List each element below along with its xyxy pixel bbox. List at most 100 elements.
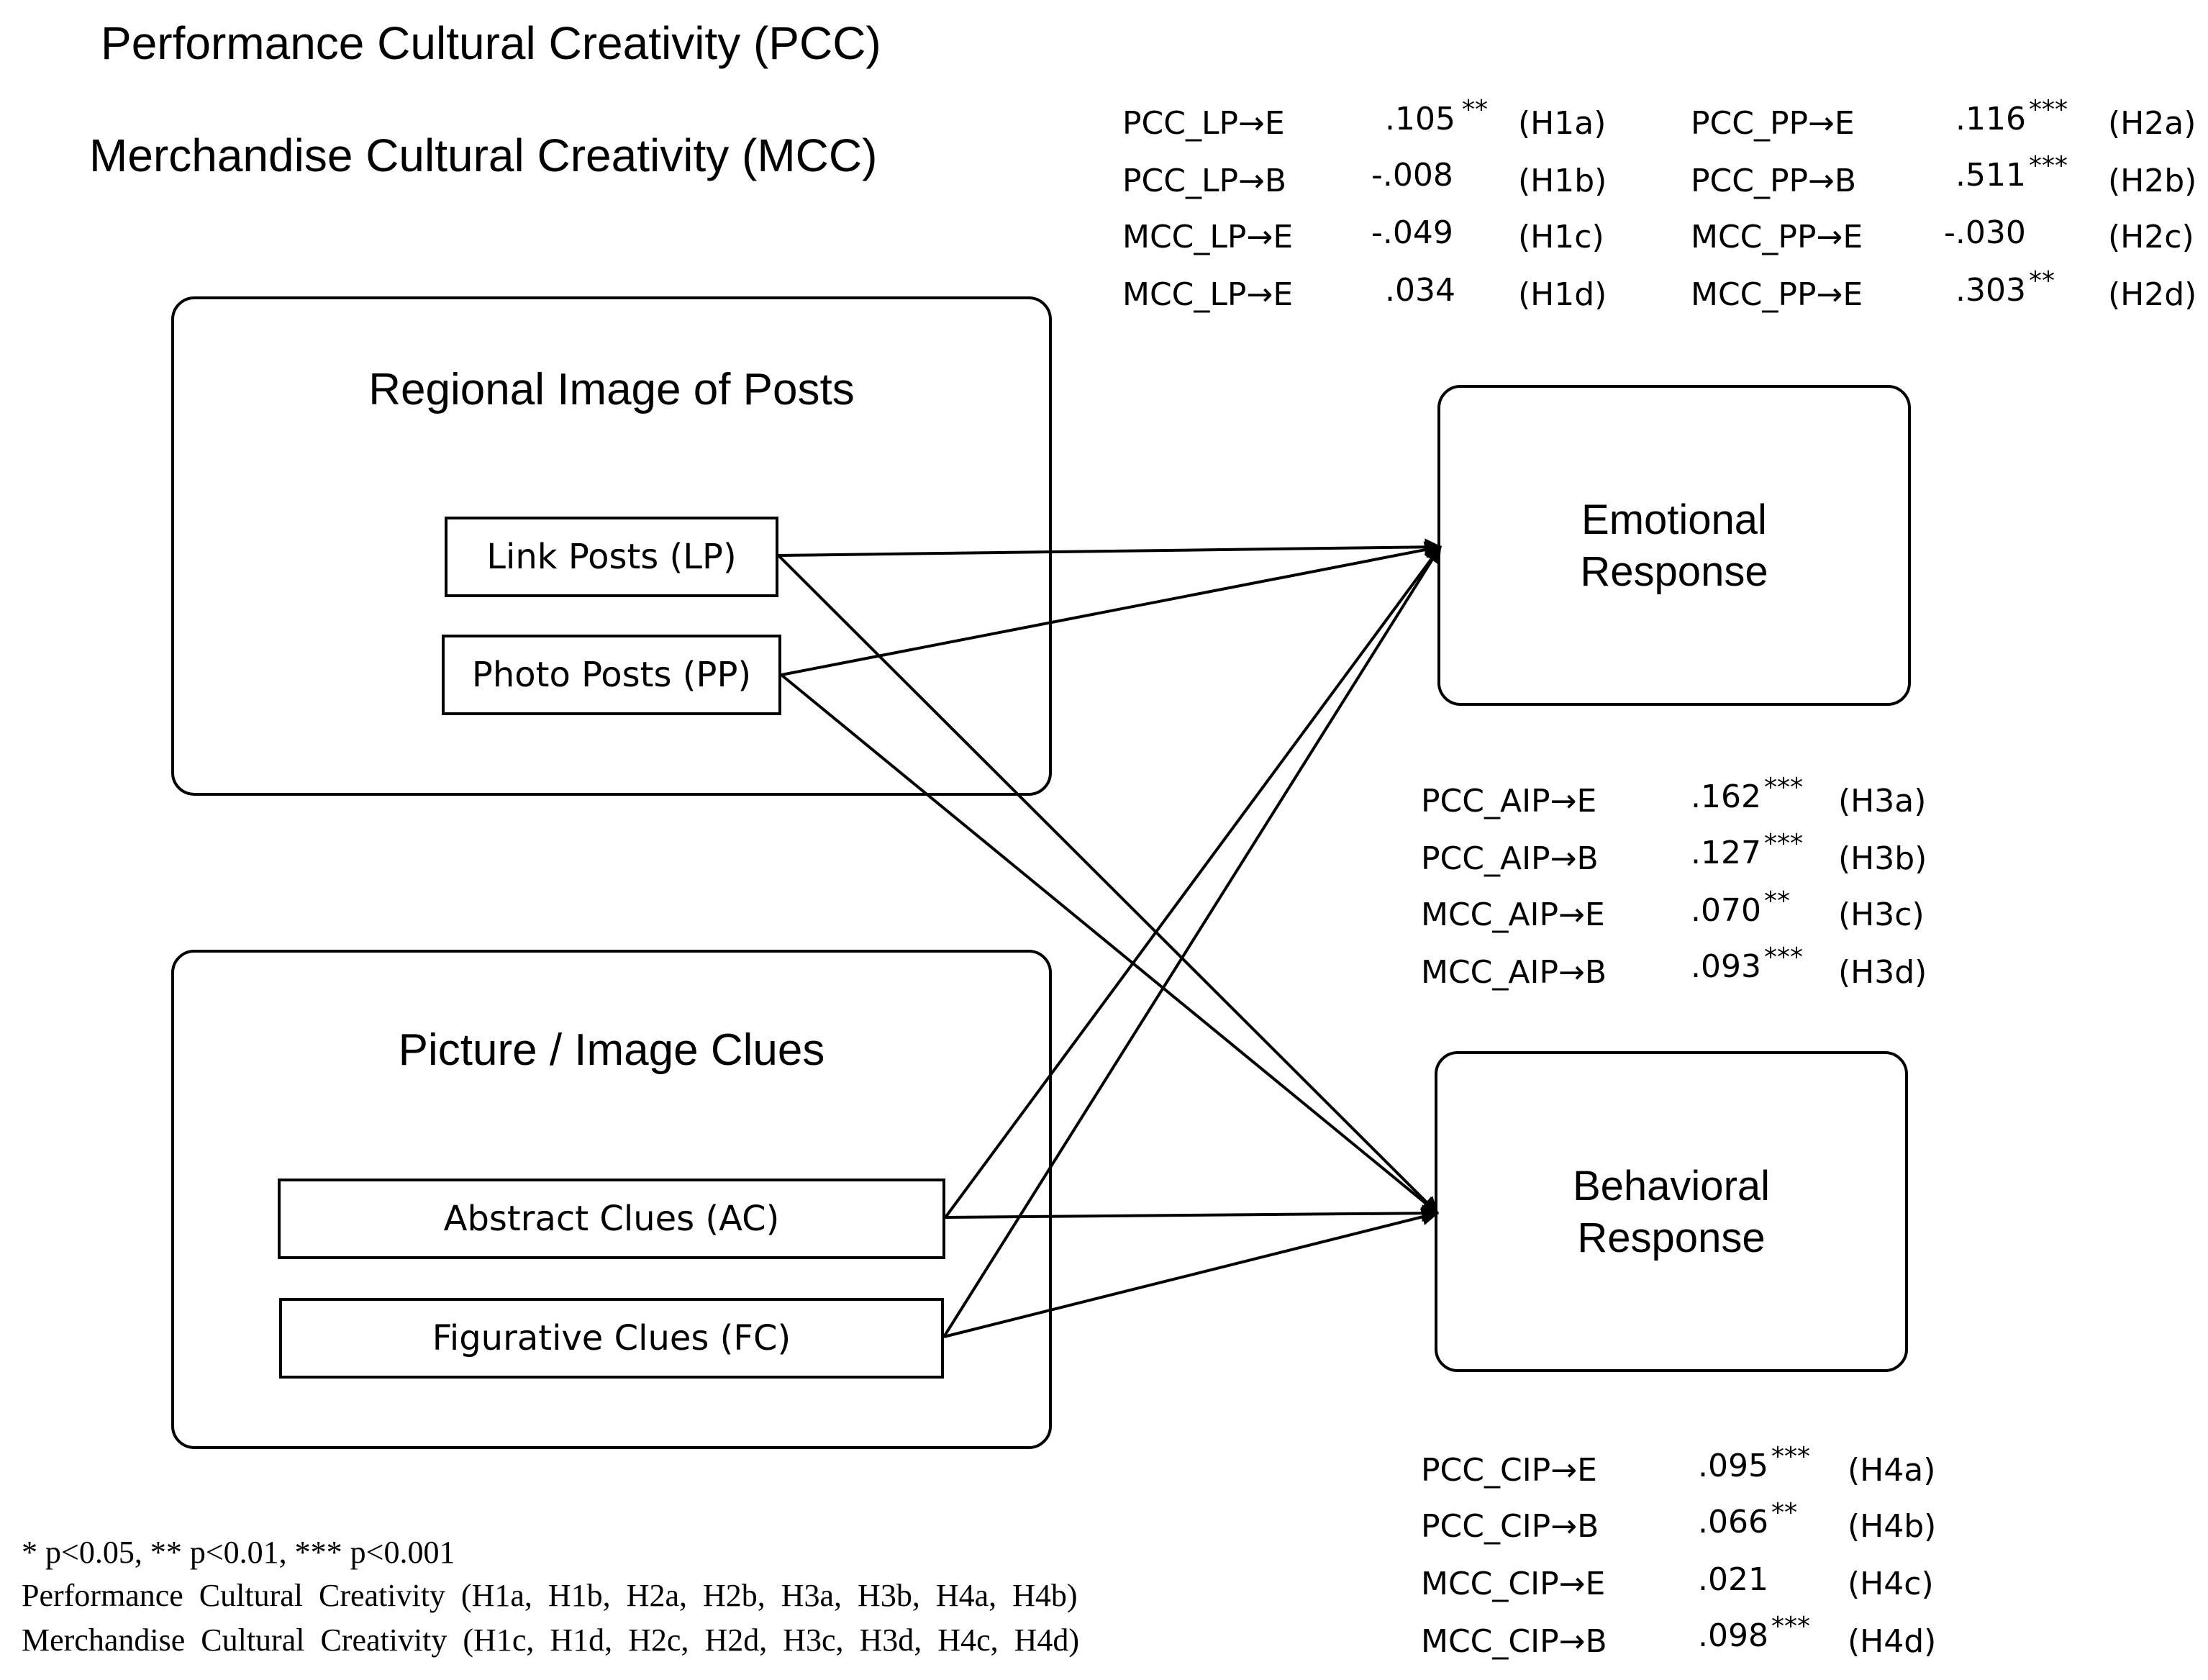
merchandise-note: Merchandise Cultural Creativity (H1c, H1… <box>22 1622 1079 1658</box>
coefficient-hypothesis: (H4c) <box>1848 1566 1934 1602</box>
arrow-pp-to-behavioral <box>780 673 1439 1214</box>
abstract-clues-label: Abstract Clues (AC) <box>444 1199 780 1239</box>
arrow-fc-to-emotional <box>942 545 1442 1338</box>
coefficient-value: .162 <box>1691 778 1761 815</box>
coefficient-value: .066 <box>1698 1504 1768 1540</box>
coefficient-row: MCC_LP→E -.049 (H1c) <box>1122 214 1604 255</box>
figurative-clues-box: Figurative Clues (FC) <box>279 1298 944 1379</box>
picture-clues-title: Picture / Image Clues <box>399 1025 825 1075</box>
coefficient-value: .070 <box>1691 892 1761 929</box>
coefficients-h2: PCC_PP→E .116 *** (H2a) PCC_PP→B .511 **… <box>1691 95 2196 313</box>
coefficient-hypothesis: (H3a) <box>1838 783 1926 819</box>
coefficient-value: .511 <box>1955 157 2026 194</box>
coefficient-path: PCC_CIP→E <box>1421 1452 1597 1489</box>
link-posts-box: Link Posts (LP) <box>445 517 778 597</box>
mcc-heading: Merchandise Cultural Creativity (MCC) <box>89 130 877 181</box>
coefficient-value: .021 <box>1698 1561 1768 1598</box>
coefficient-row: MCC_CIP→E .021 (H4c) <box>1421 1561 1934 1602</box>
coefficient-hypothesis: (H1d) <box>1518 276 1607 313</box>
coefficient-significance: *** <box>1764 773 1803 802</box>
coefficient-path: MCC_LP→E <box>1122 276 1293 313</box>
coefficient-hypothesis: (H4b) <box>1848 1508 1936 1545</box>
coefficient-value: .105 <box>1385 101 1455 137</box>
coefficient-path: PCC_AIP→B <box>1421 840 1599 877</box>
arrow-ac-to-emotional <box>944 545 1442 1219</box>
coefficient-path: MCC_CIP→E <box>1421 1566 1605 1602</box>
coefficient-row: MCC_PP→E -.030 (H2c) <box>1691 214 2194 255</box>
picture-clues-group <box>171 950 1052 1449</box>
photo-posts-box: Photo Posts (PP) <box>442 635 781 715</box>
coefficient-hypothesis: (H3b) <box>1838 840 1927 877</box>
arrow-pp-to-emotional <box>781 541 1443 676</box>
coefficient-row: MCC_AIP→E .070 ** (H3c) <box>1421 886 1925 933</box>
coefficient-row: PCC_AIP→E .162 *** (H3a) <box>1421 773 1926 819</box>
behavioral-response-box: Behavioral Response <box>1435 1051 1908 1372</box>
coefficient-row: PCC_LP→E .105 ** (H1a) <box>1122 95 1606 142</box>
coefficient-path: MCC_AIP→B <box>1421 954 1607 991</box>
coefficient-significance: *** <box>1764 829 1803 858</box>
arrow-lp-to-emotional <box>778 538 1443 557</box>
coefficient-row: PCC_CIP→B .066 ** (H4b) <box>1421 1498 1936 1545</box>
coefficient-row: MCC_LP→E .034 (H1d) <box>1122 272 1607 313</box>
coefficient-value: .098 <box>1698 1617 1768 1654</box>
coefficient-path: PCC_PP→B <box>1691 163 1856 199</box>
coefficient-value: .093 <box>1691 948 1761 985</box>
emotional-response-box: Emotional Response <box>1437 385 1911 706</box>
arrow-ac-to-behavioral <box>945 1204 1440 1222</box>
coefficient-hypothesis: (H1b) <box>1518 163 1607 199</box>
figurative-clues-label: Figurative Clues (FC) <box>432 1318 791 1358</box>
coefficient-value: -.030 <box>1944 214 2026 251</box>
coefficient-row: PCC_PP→E .116 *** (H2a) <box>1691 95 2196 142</box>
coefficient-hypothesis: (H4a) <box>1848 1452 1935 1489</box>
coefficient-row: MCC_PP→E .303 ** (H2d) <box>1691 266 2196 313</box>
coefficient-path: MCC_LP→E <box>1122 219 1293 255</box>
coefficient-value: .116 <box>1955 101 2026 137</box>
coefficient-significance: *** <box>1771 1612 1810 1641</box>
coefficients-h3: PCC_AIP→E .162 *** (H3a) PCC_AIP→B .127 … <box>1421 773 1927 991</box>
coefficient-significance: *** <box>2029 151 2068 181</box>
coefficient-path: MCC_PP→E <box>1691 219 1863 255</box>
coefficient-hypothesis: (H1c) <box>1518 219 1604 255</box>
coefficient-value: -.049 <box>1371 214 1453 251</box>
coefficient-row: MCC_AIP→B .093 *** (H3d) <box>1421 943 1927 991</box>
coefficients-h1: PCC_LP→E .105 ** (H1a) PCC_LP→B -.008 (H… <box>1122 95 1607 313</box>
abstract-clues-box: Abstract Clues (AC) <box>278 1179 945 1259</box>
coefficient-path: MCC_PP→E <box>1691 276 1863 313</box>
significance-note: * p<0.05, ** p<0.01, *** p<0.001 <box>22 1535 455 1570</box>
coefficient-significance: ** <box>1462 95 1488 124</box>
coefficient-row: PCC_AIP→B .127 *** (H3b) <box>1421 829 1927 877</box>
emotional-response-line-1: Emotional <box>1581 496 1767 543</box>
coefficients-h4: PCC_CIP→E .095 *** (H4a) PCC_CIP→B .066 … <box>1421 1442 1936 1660</box>
photo-posts-label: Photo Posts (PP) <box>472 655 751 695</box>
coefficient-hypothesis: (H3d) <box>1838 954 1927 991</box>
coefficient-hypothesis: (H2d) <box>2108 276 2196 313</box>
regional-image-group <box>171 296 1052 796</box>
coefficient-path: PCC_CIP→B <box>1421 1508 1599 1545</box>
coefficient-hypothesis: (H4d) <box>1848 1623 1936 1660</box>
coefficient-significance: ** <box>1771 1498 1797 1527</box>
behavioral-response-line-1: Behavioral <box>1573 1163 1770 1209</box>
coefficient-path: MCC_AIP→E <box>1421 896 1605 933</box>
coefficient-significance: ** <box>1764 886 1790 916</box>
coefficient-hypothesis: (H2a) <box>2108 105 2196 142</box>
coefficient-path: MCC_CIP→B <box>1421 1623 1607 1660</box>
arrow-lp-to-behavioral <box>777 554 1439 1214</box>
emotional-response-line-2: Response <box>1580 548 1768 595</box>
coefficient-significance: ** <box>2029 266 2055 296</box>
behavioral-response-line-2: Response <box>1577 1214 1765 1261</box>
arrow-fc-to-behavioral <box>943 1208 1440 1338</box>
coefficient-significance: *** <box>2029 95 2068 124</box>
coefficient-significance: *** <box>1764 943 1803 972</box>
coefficient-hypothesis: (H2b) <box>2108 163 2196 199</box>
coefficient-path: PCC_PP→E <box>1691 105 1855 142</box>
coefficient-row: PCC_CIP→E .095 *** (H4a) <box>1421 1442 1935 1489</box>
performance-note: Performance Cultural Creativity (H1a, H1… <box>22 1578 1078 1613</box>
coefficient-path: PCC_LP→B <box>1122 163 1286 199</box>
link-posts-label: Link Posts (LP) <box>486 537 736 577</box>
coefficient-path: PCC_LP→E <box>1122 105 1285 142</box>
coefficient-hypothesis: (H1a) <box>1518 105 1606 142</box>
coefficient-row: PCC_LP→B -.008 (H1b) <box>1122 157 1607 199</box>
coefficient-hypothesis: (H3c) <box>1838 896 1925 933</box>
coefficient-value: .127 <box>1691 835 1761 871</box>
